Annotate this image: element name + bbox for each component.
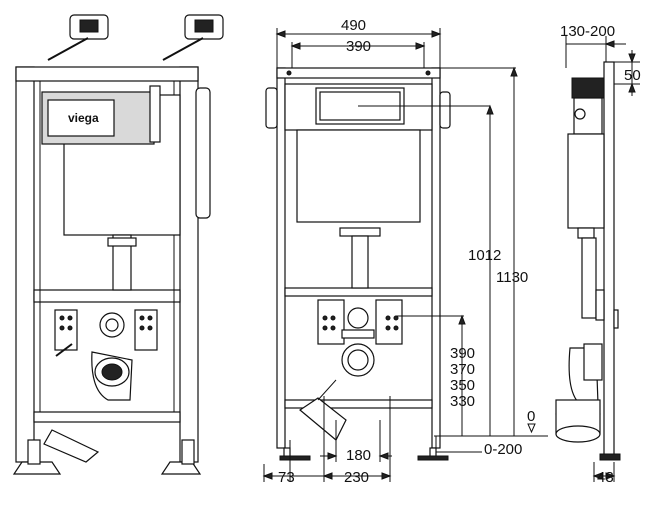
top-offset-label: 50 <box>624 67 641 84</box>
wall-anchor-left <box>47 14 109 61</box>
dimension-bottom-depth: 48 <box>592 462 616 486</box>
dimension-width-outer: 490 <box>275 17 442 68</box>
width-inner-label: 390 <box>346 38 371 55</box>
drain-spacing-outer-label: 230 <box>344 469 369 486</box>
floor-range-label: 0-200 <box>484 441 522 458</box>
dimension-heights: 1012 1130 390 370 350 330 0 0-200 <box>358 66 548 458</box>
drain-height-2: 370 <box>450 361 475 378</box>
drain-height-1: 390 <box>450 345 475 362</box>
floor-mark-label: 0 <box>527 408 535 425</box>
dimension-depth: 130-200 <box>560 23 626 68</box>
drain-height-3: 350 <box>450 377 475 394</box>
side-frame <box>555 61 621 461</box>
front-cistern <box>284 83 433 289</box>
depth-range-label: 130-200 <box>560 23 615 40</box>
drain-spacing-inner-label: 180 <box>346 447 371 464</box>
wall-anchor-right <box>162 14 224 61</box>
installation-frame <box>12 66 202 475</box>
button-height-label: 1012 <box>468 247 501 264</box>
front-view: 490 390 <box>262 17 548 486</box>
drain-section <box>43 309 158 463</box>
perspective-view: viega <box>12 14 224 475</box>
total-height-label: 1130 <box>496 269 528 286</box>
side-view: 130-200 50 <box>555 23 641 486</box>
drain-height-4: 330 <box>450 393 475 410</box>
front-frame <box>265 67 451 461</box>
front-drain <box>298 299 403 441</box>
bottom-depth-label: 48 <box>597 469 614 486</box>
dimension-top-offset: 50 <box>608 50 641 96</box>
width-outer-label: 490 <box>341 17 366 34</box>
dimension-bottom: 73 230 180 <box>262 396 392 486</box>
cistern: viega <box>41 85 211 236</box>
side-offset-label: 73 <box>278 469 295 486</box>
flush-pipe <box>107 234 137 291</box>
dimension-width-inner: 390 <box>290 38 426 68</box>
logo-text: viega <box>68 111 99 125</box>
